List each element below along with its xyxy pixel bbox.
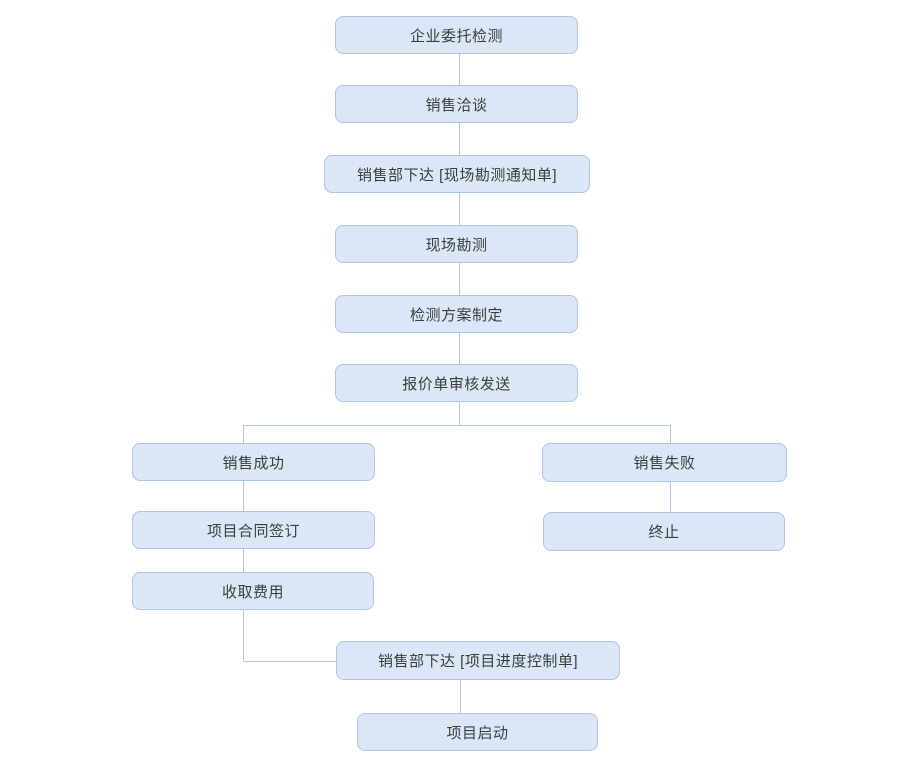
connector-line [243, 549, 244, 572]
node-project-contract-signing[interactable]: 项目合同签订 [132, 511, 375, 549]
node-terminate[interactable]: 终止 [543, 512, 785, 551]
node-label: 检测方案制定 [409, 306, 503, 324]
node-sales-dept-survey-notice[interactable]: 销售部下达 [现场勘测通知单] [324, 155, 590, 193]
node-label: 收取费用 [221, 583, 284, 601]
connector-line [243, 610, 244, 662]
connector-line [243, 661, 336, 662]
connector-line [670, 425, 671, 443]
connector-line [243, 481, 244, 511]
connector-line [670, 482, 671, 512]
node-fee-collection[interactable]: 收取费用 [132, 572, 374, 610]
connector-line [459, 123, 460, 155]
node-site-survey[interactable]: 现场勘测 [335, 225, 578, 263]
node-label: 项目启动 [446, 724, 509, 742]
node-label: 销售部下达 [现场勘测通知单] [356, 166, 557, 184]
node-label: 终止 [648, 524, 680, 541]
connector-line [459, 333, 460, 364]
node-label: 现场勘测 [425, 236, 488, 254]
node-label: 企业委托检测 [409, 27, 503, 45]
node-sales-negotiation[interactable]: 销售洽谈 [335, 85, 578, 123]
node-label: 销售洽谈 [425, 96, 488, 114]
node-enterprise-commissioned-testing[interactable]: 企业委托检测 [335, 16, 578, 54]
node-label: 报价单审核发送 [402, 375, 511, 393]
node-quotation-review-send[interactable]: 报价单审核发送 [335, 364, 578, 402]
connector-line [459, 263, 460, 295]
node-sales-success[interactable]: 销售成功 [132, 443, 375, 481]
node-testing-plan-formulation[interactable]: 检测方案制定 [335, 295, 578, 333]
node-label: 销售失败 [633, 455, 696, 472]
node-label: 销售成功 [222, 454, 285, 472]
node-label: 销售部下达 [项目进度控制单] [377, 653, 578, 670]
node-sales-failure[interactable]: 销售失败 [542, 443, 787, 482]
connector-line [243, 425, 671, 426]
connector-line [459, 402, 460, 426]
connector-line [459, 54, 460, 85]
node-label: 项目合同签订 [206, 522, 300, 540]
node-sales-dept-progress-control[interactable]: 销售部下达 [项目进度控制单] [336, 641, 620, 680]
connector-line [459, 193, 460, 225]
connector-line [243, 425, 244, 443]
connector-line [460, 680, 461, 713]
node-project-launch[interactable]: 项目启动 [357, 713, 598, 751]
